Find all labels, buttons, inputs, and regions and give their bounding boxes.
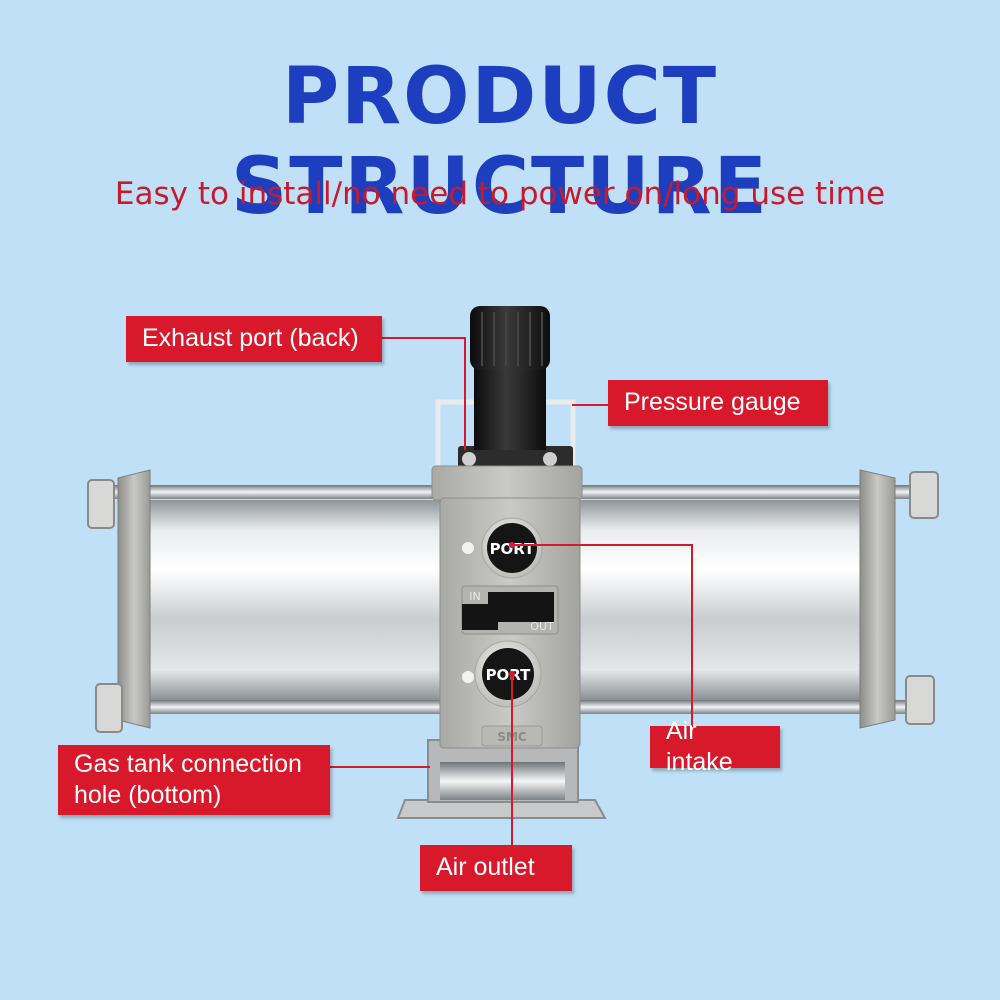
callout-air-outlet: Air outlet — [420, 845, 572, 891]
callout-exhaust-port: Exhaust port (back) — [126, 316, 382, 362]
callout-gas-tank: Gas tank connection hole (bottom) — [58, 745, 330, 815]
left-end-cap — [117, 469, 151, 729]
out-label: OUT — [530, 620, 554, 633]
page-title: PRODUCT STRUCTURE — [231, 52, 769, 232]
callout-gas-tank-line1: Gas tank connection — [74, 749, 302, 778]
leader-exhaust — [380, 337, 466, 450]
right-cylinder — [580, 500, 870, 700]
port-label-bottom: PORT — [486, 666, 532, 684]
nuts — [87, 471, 939, 733]
callout-pressure-gauge: Pressure gauge — [608, 380, 828, 426]
page-subtitle: Easy to install/no need to power on/long… — [114, 176, 886, 212]
port-bottom — [482, 648, 534, 700]
callout-gas-tank-line2: hole (bottom) — [74, 781, 222, 809]
right-end-cap — [859, 469, 896, 729]
callout-air-intake: Air intake — [650, 717, 780, 776]
gauge-stem — [474, 365, 546, 450]
leader-intake — [512, 544, 693, 730]
in-label: IN — [469, 590, 480, 603]
left-cylinder — [140, 500, 440, 700]
